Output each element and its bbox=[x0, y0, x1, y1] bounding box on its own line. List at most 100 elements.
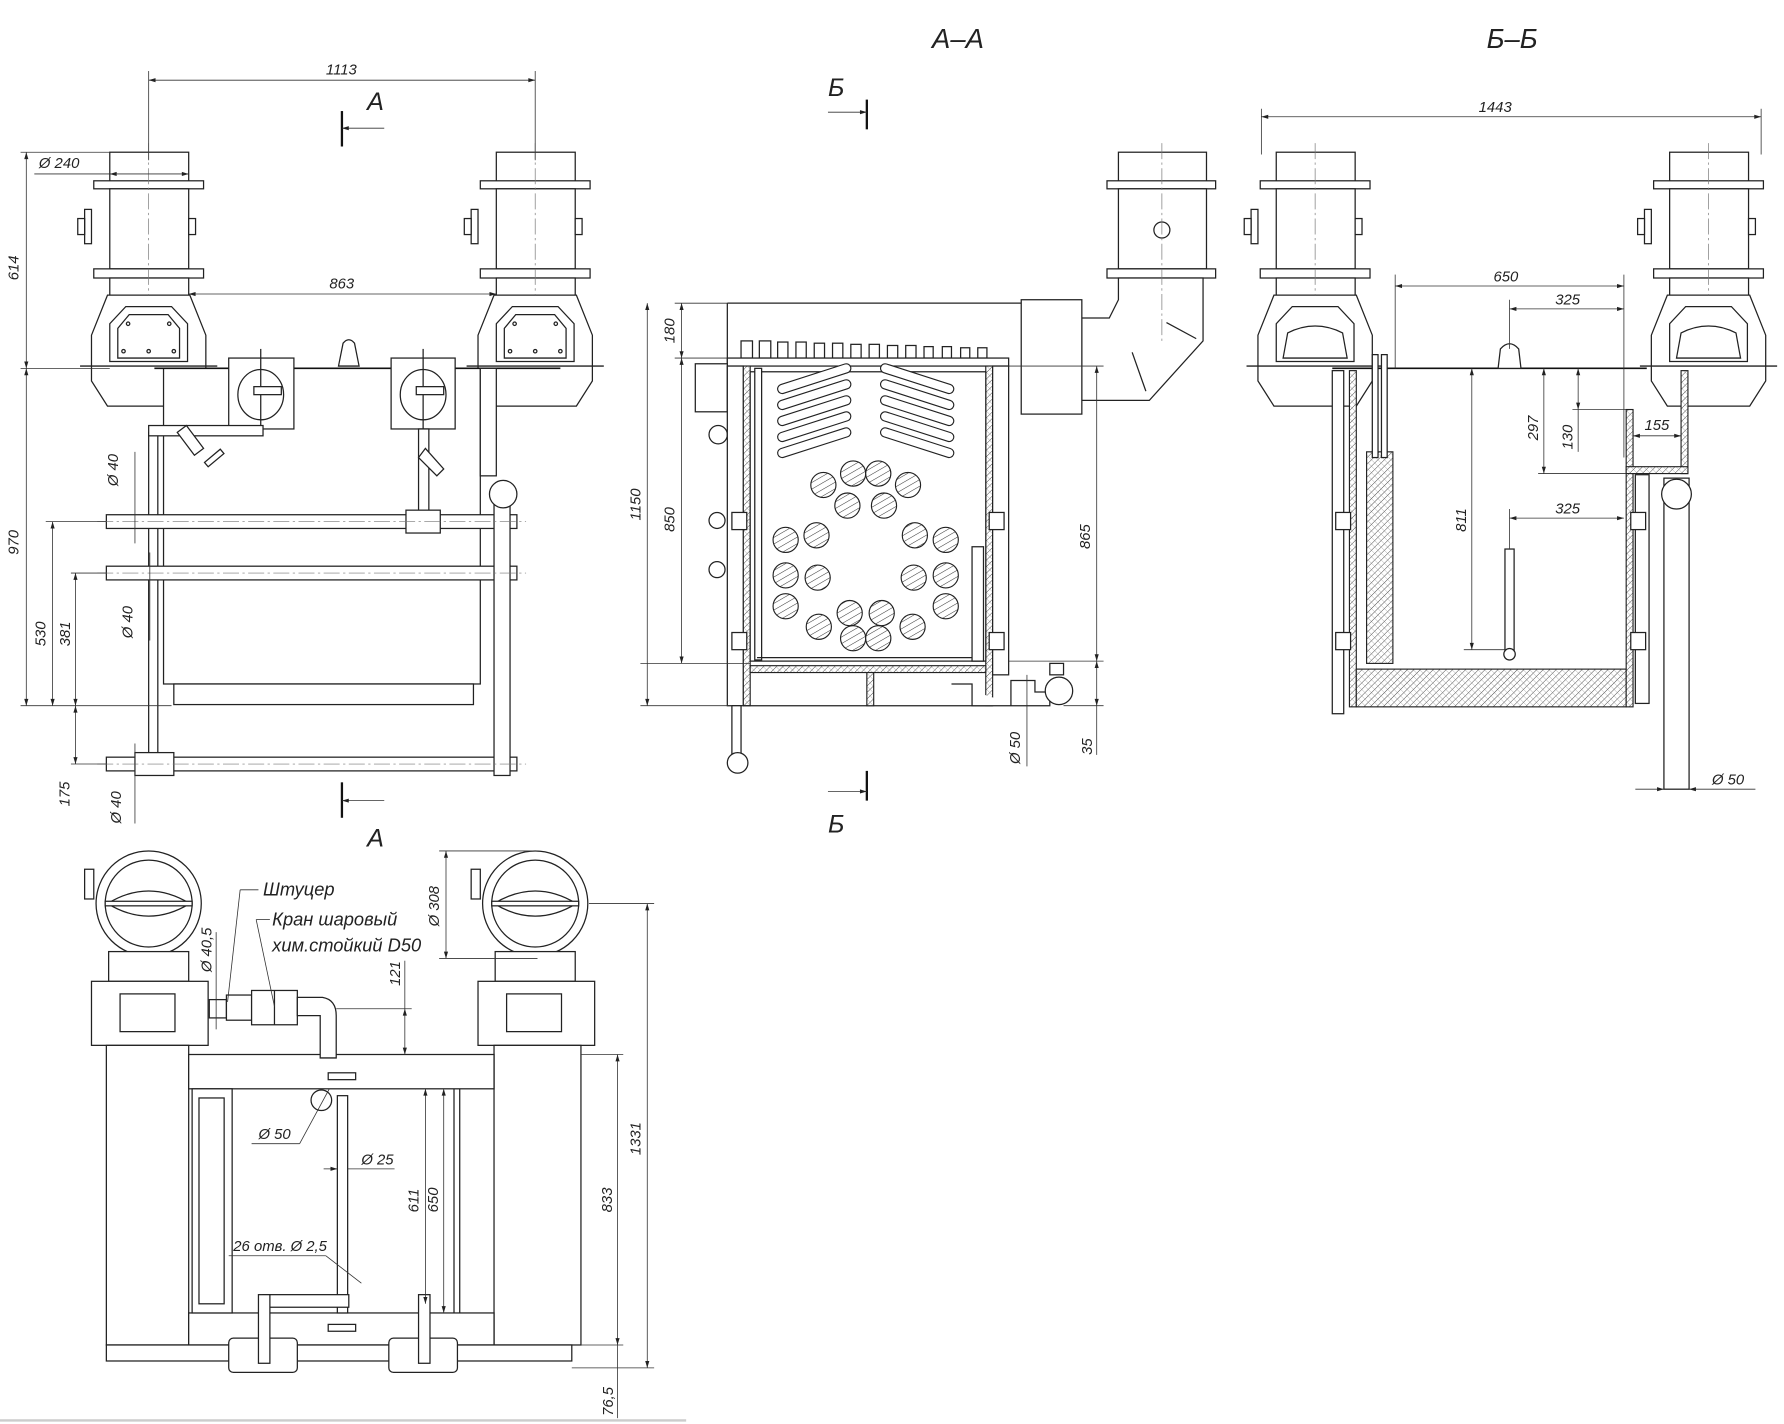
svg-text:А: А bbox=[365, 88, 384, 116]
level-sensor bbox=[1504, 548, 1515, 655]
dim-530: 530 bbox=[34, 621, 50, 647]
dim-811: 811 bbox=[1454, 508, 1470, 532]
section-mark-a-bottom: А bbox=[340, 782, 385, 852]
right-exhaust-stack bbox=[463, 142, 605, 407]
svg-text:Б: Б bbox=[828, 74, 844, 102]
dim-d308: Ø 308 bbox=[427, 885, 443, 927]
dim-833: 833 bbox=[600, 1187, 616, 1213]
svg-text:А: А bbox=[365, 824, 384, 852]
section-mark-b-bottom: Б bbox=[827, 770, 868, 839]
front-view: 1113 863 Ø 240 614 970 530 381 175 Ø 40 … bbox=[6, 62, 605, 852]
dim-d50-aa: Ø 50 bbox=[1008, 731, 1024, 765]
dim-970: 970 bbox=[6, 529, 22, 555]
left-hood-top bbox=[90, 980, 209, 1046]
dim-297: 297 bbox=[1526, 415, 1542, 442]
dim-35: 35 bbox=[1080, 738, 1096, 755]
left-column bbox=[105, 1044, 190, 1346]
dim-121: 121 bbox=[388, 961, 404, 986]
section-b-b: Б–Б 1443 650 325 811 bbox=[1243, 23, 1778, 792]
dim-d50: Ø 50 bbox=[257, 1127, 291, 1143]
perforation-hole bbox=[804, 564, 831, 591]
perforation-hole bbox=[865, 625, 892, 652]
dim-76-5: 76,5 bbox=[601, 1386, 617, 1416]
perforation-hole bbox=[870, 492, 898, 519]
valve-box-left bbox=[228, 348, 295, 430]
dim-d25: Ø 25 bbox=[360, 1152, 394, 1168]
dim-155: 155 bbox=[1644, 418, 1670, 434]
insulation-right bbox=[985, 365, 994, 707]
perforation-hole bbox=[932, 562, 959, 589]
dim-850: 850 bbox=[663, 506, 679, 532]
dim-325-mid: 325 bbox=[1555, 502, 1581, 518]
slots-right bbox=[879, 363, 955, 459]
section-aa-title: А–А bbox=[930, 23, 984, 54]
svg-text:Б: Б bbox=[828, 811, 844, 839]
ball-valve-d50 bbox=[208, 989, 337, 1059]
dim-d40-upper: Ø 40 bbox=[106, 453, 122, 487]
heater-block bbox=[1366, 451, 1394, 664]
perforation-hole bbox=[932, 593, 959, 620]
grid-row bbox=[740, 340, 988, 359]
perforation-hole bbox=[839, 625, 867, 652]
dim-180: 180 bbox=[663, 318, 679, 344]
dim-611: 611 bbox=[407, 1189, 423, 1213]
right-hood-top bbox=[477, 980, 596, 1046]
perforation-hole bbox=[772, 593, 799, 620]
dim-614: 614 bbox=[6, 255, 22, 280]
dim-d40-5: Ø 40,5 bbox=[200, 927, 216, 973]
tank-bottom bbox=[173, 683, 475, 706]
perforation-hole bbox=[772, 526, 799, 554]
dim-holes: 26 отв. Ø 2,5 bbox=[232, 1239, 327, 1255]
perforation-hole bbox=[810, 471, 837, 499]
label-ball-valve-line1: Кран шаровый bbox=[272, 908, 397, 929]
section-bb-title: Б–Б bbox=[1487, 23, 1538, 54]
perforation-hole bbox=[865, 460, 892, 487]
perforation-hole bbox=[772, 562, 799, 589]
dim-650: 650 bbox=[426, 1187, 442, 1213]
section-a-a: А–А Б Б bbox=[628, 23, 1217, 839]
frame-top-bar bbox=[188, 1053, 495, 1090]
perforation-hole bbox=[901, 522, 929, 549]
perforation-hole bbox=[868, 599, 895, 627]
dim-d40-middle: Ø 40 bbox=[121, 605, 137, 639]
dim-381: 381 bbox=[58, 621, 74, 646]
dim-325-top: 325 bbox=[1555, 292, 1581, 308]
left-stack-section bbox=[1243, 142, 1385, 407]
dim-d240: Ø 240 bbox=[38, 156, 80, 172]
perforation-hole bbox=[834, 492, 861, 519]
label-fitting: Штуцер bbox=[263, 879, 335, 900]
right-column bbox=[493, 1044, 582, 1346]
dim-d50-bb: Ø 50 bbox=[1711, 773, 1745, 789]
insulation-left bbox=[742, 365, 751, 707]
perforation-hole bbox=[803, 522, 830, 549]
section-mark-b-top: Б bbox=[827, 74, 868, 130]
dim-d40-lower: Ø 40 bbox=[109, 791, 125, 825]
perforation-hole bbox=[894, 471, 922, 499]
dim-863: 863 bbox=[329, 276, 355, 292]
dim-1150: 1150 bbox=[628, 488, 644, 521]
top-view: Штуцер Кран шаровый хим.стойкий D50 Ø 40… bbox=[0, 850, 687, 1422]
dim-650-bb: 650 bbox=[1494, 269, 1520, 285]
left-exhaust-stack bbox=[77, 142, 218, 407]
perforation-hole bbox=[836, 599, 863, 627]
dim-1331: 1331 bbox=[628, 1122, 644, 1155]
dim-1113: 1113 bbox=[326, 62, 358, 78]
perforation-hole bbox=[839, 460, 867, 487]
dim-130: 130 bbox=[1560, 424, 1576, 450]
bottom-insulation bbox=[1355, 668, 1627, 708]
valve-box-right bbox=[390, 348, 456, 430]
right-stack-section bbox=[1636, 142, 1778, 407]
perforation-hole bbox=[932, 526, 959, 554]
perforation-holes[interactable] bbox=[772, 460, 959, 652]
lifting-eye bbox=[337, 339, 360, 367]
section-mark-a-top: А bbox=[340, 88, 385, 147]
dim-175: 175 bbox=[58, 781, 74, 807]
perforation-hole bbox=[805, 613, 832, 640]
perforation-hole bbox=[899, 613, 926, 640]
label-ball-valve-line2: хим.стойкий D50 bbox=[271, 935, 422, 956]
sparger-pipe bbox=[336, 1095, 349, 1314]
perforation-hole bbox=[900, 564, 927, 591]
slots-left bbox=[777, 363, 852, 459]
exhaust-duct bbox=[1020, 299, 1083, 415]
